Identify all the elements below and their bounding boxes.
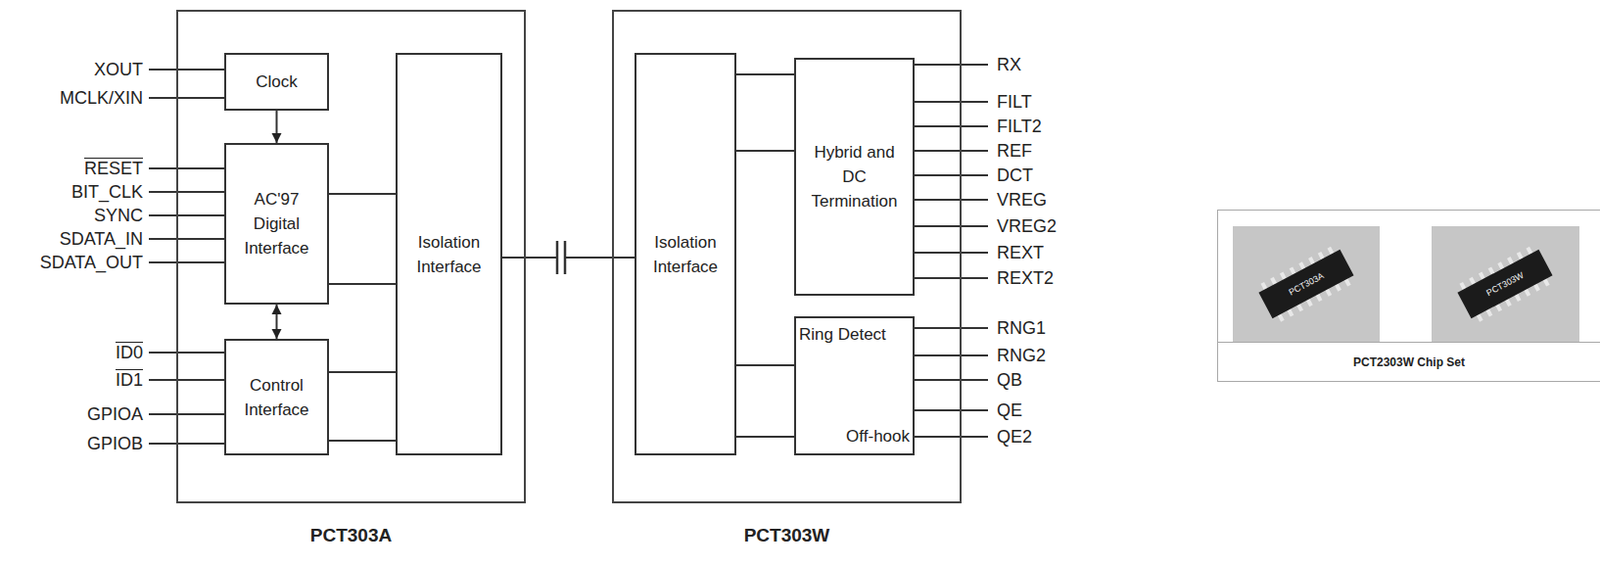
- pin-wire: [914, 125, 989, 128]
- pin-name: GPIOB: [87, 433, 143, 455]
- pin-wire: [914, 277, 989, 280]
- signal-connector: [329, 371, 396, 374]
- block-label: Off-hook: [846, 425, 910, 448]
- isolation-block: Isolation Interface: [634, 52, 737, 456]
- pin-wire: [914, 225, 989, 228]
- pin-wire: [148, 413, 225, 416]
- pin-name: DCT: [996, 165, 1034, 187]
- pin-wire: [914, 149, 989, 152]
- signal-connector: [329, 192, 396, 195]
- pin-wire: [914, 198, 989, 201]
- signal-connector: [502, 256, 635, 259]
- function-block: AC'97 Digital Interface: [224, 142, 330, 305]
- pin-wire: [148, 214, 225, 217]
- chip-block: PCT303AClockAC'97 Digital InterfaceContr…: [176, 9, 526, 504]
- pin-wire: [148, 351, 225, 354]
- pin-wire: [914, 378, 989, 381]
- signal-connector: [329, 282, 396, 285]
- pin-name: ID1: [115, 370, 143, 391]
- pin-name: QE: [996, 400, 1023, 422]
- isolation-block: Isolation Interface: [395, 52, 503, 456]
- signal-connector: [736, 73, 795, 76]
- pin-name: FILT: [996, 92, 1033, 113]
- chip-name: PCT303W: [613, 524, 960, 547]
- pin-name: REF: [996, 141, 1033, 162]
- pin-wire: [914, 174, 989, 177]
- pin-name: RNG1: [996, 318, 1046, 339]
- pin-name: VREG2: [996, 216, 1057, 237]
- chip-photo: [1232, 226, 1380, 342]
- signal-connector: [276, 110, 279, 143]
- pin-name: SYNC: [94, 205, 143, 227]
- block-label: Control Interface: [243, 373, 309, 423]
- signal-connector: [276, 304, 279, 339]
- block-label: Ring Detect: [799, 324, 887, 346]
- capacitor-plate: [556, 240, 560, 275]
- capacitor-symbol: [557, 240, 565, 275]
- pin-wire: [148, 378, 225, 381]
- pin-wire: [148, 261, 225, 264]
- pin-wire: [914, 251, 989, 254]
- pin-wire: [914, 63, 989, 66]
- chip-block: PCT303WIsolation InterfaceHybrid and DC …: [611, 9, 962, 504]
- signal-connector: [736, 149, 795, 152]
- pin-name: FILT2: [996, 116, 1042, 138]
- pin-name: RESET: [84, 158, 143, 180]
- pin-wire: [914, 100, 989, 103]
- chip-marking: PCT303W: [1484, 270, 1525, 298]
- pin-name: QB: [996, 370, 1023, 391]
- pin-wire: [914, 327, 989, 330]
- pin-name: XOUT: [94, 59, 143, 81]
- chip-photo: [1431, 226, 1580, 342]
- pin-name: SDATA_OUT: [40, 252, 143, 274]
- pin-name: BIT_CLK: [71, 182, 143, 203]
- pin-wire: [148, 167, 225, 170]
- pin-name: VREG: [996, 189, 1047, 211]
- chip-body: [1457, 249, 1553, 320]
- pin-wire: [914, 435, 989, 438]
- pin-name: RNG2: [996, 345, 1046, 367]
- function-block: Control Interface: [224, 338, 330, 456]
- pin-wire: [914, 409, 989, 412]
- function-block: Hybrid and DC Termination: [794, 57, 915, 296]
- function-block: Ring DetectOff-hook: [794, 316, 915, 456]
- pin-name: SDATA_IN: [59, 229, 143, 250]
- pin-wire: [914, 354, 989, 357]
- chipset-panel: PCT2303W Chip Set: [1217, 209, 1600, 382]
- signal-connector: [736, 364, 795, 367]
- chip-marking: PCT303A: [1286, 270, 1325, 297]
- photo-ground: [1232, 226, 1380, 342]
- pin-wire: [148, 96, 225, 99]
- block-label: AC'97 Digital Interface: [243, 187, 309, 261]
- pin-name: REXT2: [996, 268, 1054, 289]
- pin-name: GPIOA: [87, 404, 143, 425]
- photo-ground: [1431, 226, 1580, 342]
- pin-name: MCLK/XIN: [59, 88, 143, 109]
- block-label: Isolation Interface: [416, 230, 481, 280]
- caption: PCT2303W Chip Set: [1218, 341, 1600, 381]
- pin-wire: [148, 442, 225, 445]
- pin-name: REXT: [996, 242, 1044, 264]
- signal-connector: [329, 439, 396, 442]
- pin-name: ID0: [115, 342, 143, 364]
- capacitor-gap: [558, 250, 565, 265]
- pin-wire: [148, 190, 225, 193]
- chip-name: PCT303A: [178, 524, 524, 547]
- function-block: Clock: [224, 52, 330, 111]
- block-label: Clock: [255, 69, 298, 95]
- pin-wire: [148, 68, 225, 71]
- pin-name: RX: [996, 54, 1022, 76]
- chip-body: [1258, 249, 1354, 320]
- pin-wires: [148, 64, 989, 444]
- pin-name: QE2: [996, 426, 1033, 448]
- block-label: Hybrid and DC Termination: [811, 140, 898, 214]
- block-label: Isolation Interface: [653, 230, 718, 280]
- signal-connector: [736, 435, 795, 438]
- pin-wire: [148, 237, 225, 240]
- capacitor-plate: [564, 240, 567, 275]
